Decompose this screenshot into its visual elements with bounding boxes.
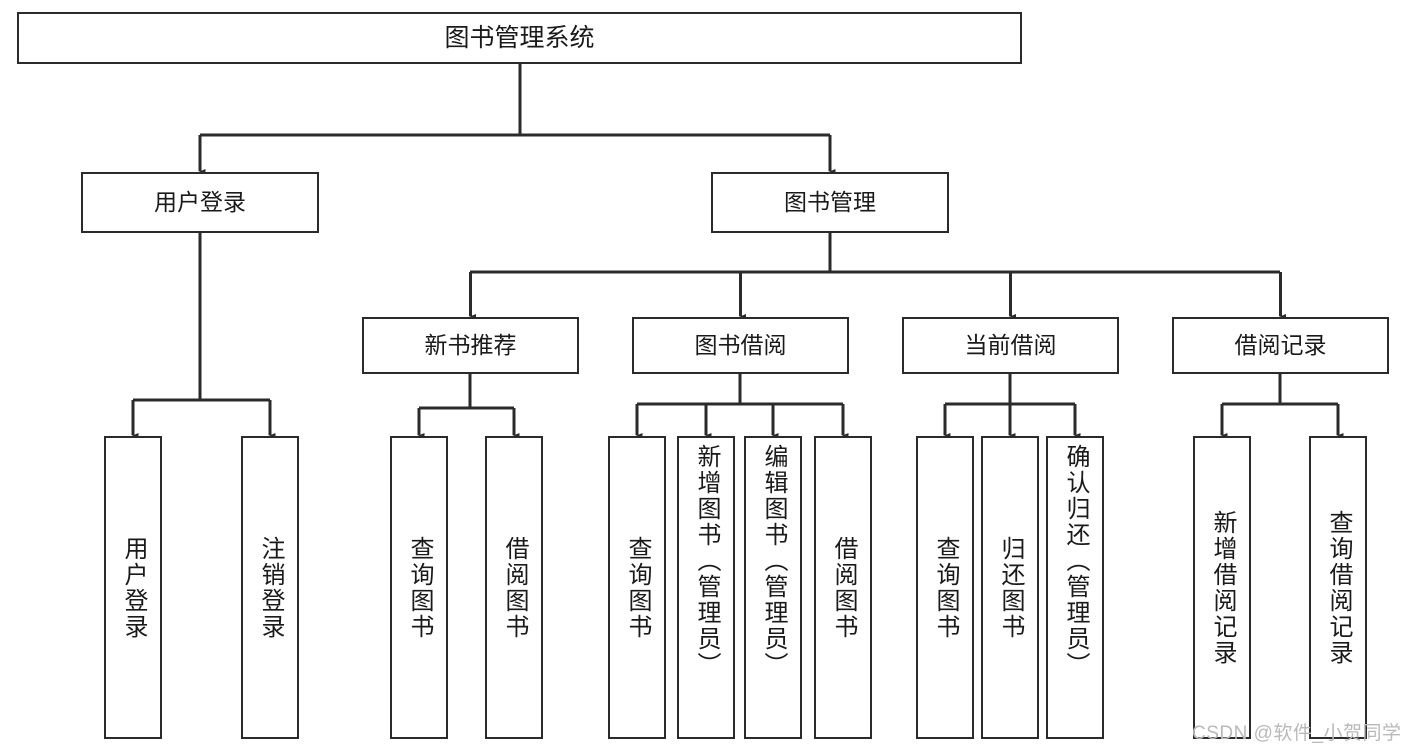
node-leaf-query-book-rec[interactable]: 查询图书 (390, 436, 448, 739)
node-leaf-return-book-label: 归还图书 (997, 535, 1024, 640)
node-leaf-query-book-label: 查询图书 (624, 535, 651, 640)
node-borrow-record[interactable]: 借阅记录 (1172, 317, 1389, 374)
node-root-label: 图书管理系统 (444, 23, 595, 52)
node-leaf-user-login[interactable]: 用户登录 (104, 436, 162, 739)
node-leaf-confirm-return-label: 确认归还（管理员） (1062, 444, 1089, 678)
node-leaf-logout-label: 注销登录 (257, 535, 284, 640)
node-leaf-query-book-cur-label: 查询图书 (932, 535, 959, 640)
node-book-borrow[interactable]: 图书借阅 (632, 317, 849, 374)
node-new-book-rec-label: 新书推荐 (424, 332, 517, 359)
node-book-manage[interactable]: 图书管理 (711, 172, 949, 233)
watermark-credit: CSDN @软件_小贺同学 (1192, 723, 1402, 744)
node-current-borrow-label: 当前借阅 (964, 332, 1057, 359)
node-leaf-edit-book-label: 编辑图书（管理员） (760, 444, 787, 678)
node-leaf-add-record-label: 新增借阅记录 (1209, 509, 1236, 666)
node-leaf-query-book-cur[interactable]: 查询图书 (916, 436, 974, 739)
node-leaf-borrow-book-rec-label: 借阅图书 (501, 535, 528, 640)
node-leaf-borrow-book-rec[interactable]: 借阅图书 (485, 436, 543, 739)
node-user-login-label: 用户登录 (154, 189, 246, 216)
node-leaf-add-record[interactable]: 新增借阅记录 (1193, 436, 1251, 739)
node-book-borrow-label: 图书借阅 (694, 332, 787, 359)
node-leaf-confirm-return[interactable]: 确认归还（管理员） (1046, 436, 1104, 739)
node-leaf-add-book[interactable]: 新增图书（管理员） (677, 436, 735, 739)
node-new-book-rec[interactable]: 新书推荐 (362, 317, 579, 374)
node-leaf-borrow-book[interactable]: 借阅图书 (814, 436, 872, 739)
node-root[interactable]: 图书管理系统 (17, 12, 1022, 64)
node-leaf-logout[interactable]: 注销登录 (241, 436, 299, 739)
node-leaf-edit-book[interactable]: 编辑图书（管理员） (744, 436, 802, 739)
node-leaf-add-book-label: 新增图书（管理员） (693, 444, 720, 678)
node-leaf-query-record-label: 查询借阅记录 (1325, 509, 1352, 666)
node-user-login[interactable]: 用户登录 (81, 172, 319, 233)
node-leaf-query-record[interactable]: 查询借阅记录 (1309, 436, 1367, 739)
node-book-manage-label: 图书管理 (784, 189, 876, 216)
node-borrow-record-label: 借阅记录 (1234, 332, 1327, 359)
node-current-borrow[interactable]: 当前借阅 (902, 317, 1119, 374)
node-leaf-return-book[interactable]: 归还图书 (981, 436, 1039, 739)
node-leaf-borrow-book-label: 借阅图书 (830, 535, 857, 640)
node-leaf-user-login-label: 用户登录 (120, 535, 147, 640)
node-leaf-query-book-rec-label: 查询图书 (406, 535, 433, 640)
node-leaf-query-book[interactable]: 查询图书 (608, 436, 666, 739)
